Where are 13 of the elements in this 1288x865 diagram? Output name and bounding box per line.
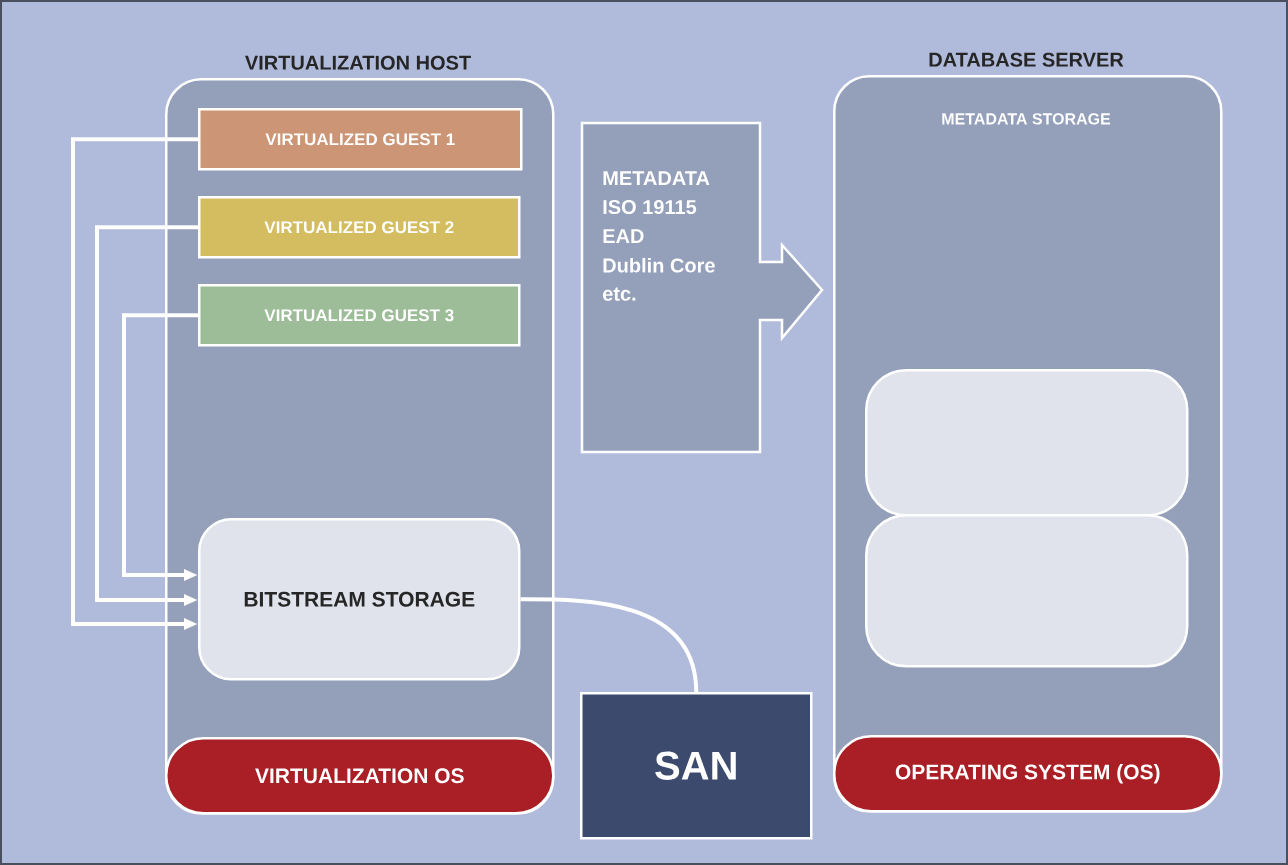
- panel-caption: METADATA STORAGE: [942, 113, 1111, 125]
- database-box: [865, 514, 1189, 668]
- panel-heading: DATABASE SERVER: [929, 52, 1124, 67]
- san-box: SAN: [580, 692, 813, 840]
- os-bar: OPERATING SYSTEM (OS): [833, 735, 1223, 813]
- storage-box: BITSTREAM STORAGE: [198, 518, 521, 681]
- guest-box: VIRTUALIZED GUEST 3: [198, 284, 521, 347]
- panel-heading: VIRTUALIZATION HOST: [245, 55, 471, 70]
- guest-box: VIRTUALIZED GUEST 1: [198, 108, 523, 171]
- connector-line: [520, 597, 699, 693]
- database-box: [865, 369, 1189, 517]
- os-bar: VIRTUALIZATION OS: [165, 737, 555, 815]
- guest-box: VIRTUALIZED GUEST 2: [198, 196, 521, 259]
